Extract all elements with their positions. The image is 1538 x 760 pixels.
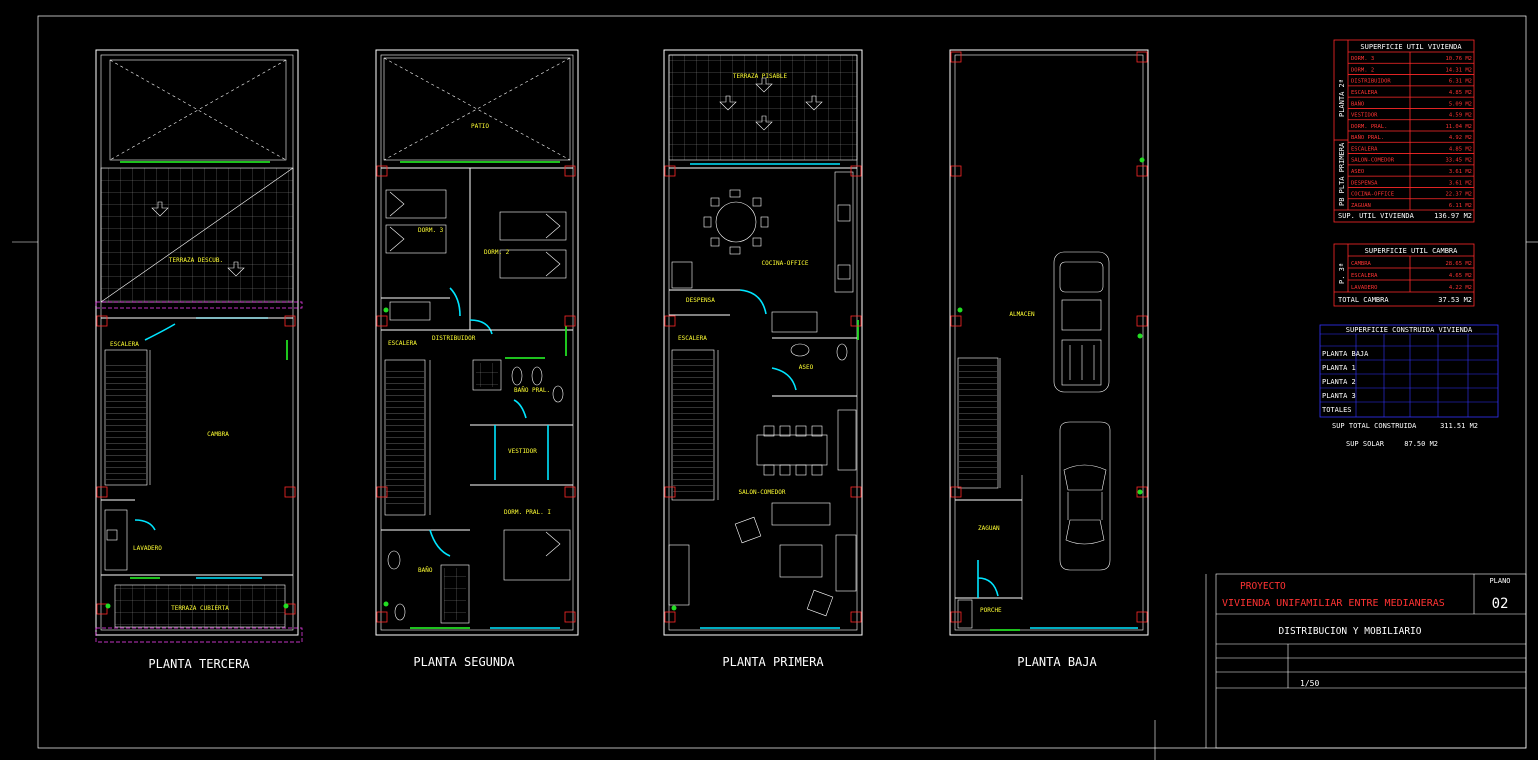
table-cambra-row-3-name: LAVADERO [1351, 285, 1378, 291]
label-terraza-descub: TERRAZA DESCUB. [169, 257, 223, 264]
table-cambra-row-3-value: 4.22 M2 [1449, 285, 1472, 291]
table-vivienda-row-name: DORM. PRAL. [1351, 124, 1387, 130]
table-vivienda-row-value: 33.45 M2 [1446, 158, 1473, 164]
plan-planta-segunda: PATIO DORM. 3 DORM. 2 ESCALERA DISTRIBUI… [375, 49, 579, 669]
table-vivienda-row-name: ESCALERA [1351, 146, 1378, 152]
plan-planta-baja: ALMACEN ZAGUAN PORCHE PLANTA BAJA [949, 49, 1149, 669]
table-superficie-util-vivienda: SUPERFICIE UTIL VIVIENDA PLANTA 2ª PB PL… [1333, 39, 1475, 223]
table-construida-row-1: PLANTA BAJA [1322, 350, 1369, 358]
car-pickup-icon [1053, 251, 1110, 393]
label-dorm-pral: DORM. PRAL. I [504, 509, 551, 516]
table-vivienda-row-name: ASEO [1351, 169, 1364, 175]
plan-title-baja: PLANTA BAJA [1017, 655, 1097, 669]
label-bano-pral: BAÑO PRAL. [514, 387, 550, 394]
table-superficie-construida: SUPERFICIE CONSTRUIDA VIVIENDA PLANTA BA… [1319, 324, 1499, 448]
label-vestidor: VESTIDOR [508, 448, 537, 455]
table-vivienda-title: SUPERFICIE UTIL VIVIENDA [1360, 43, 1462, 51]
label-aseo: ASEO [799, 364, 814, 371]
table-vivienda-row-value: 3.61 M2 [1449, 180, 1472, 186]
title-escala-value: 1/50 [1300, 679, 1319, 688]
table-cambra-title: SUPERFICIE UTIL CAMBRA [1365, 247, 1459, 255]
car-sedan-icon [1059, 421, 1111, 571]
table-cambra-row-2-name: ESCALERA [1351, 273, 1378, 279]
plan-title-tercera: PLANTA TERCERA [148, 657, 250, 671]
table-vivienda-row-name: VESTIDOR [1351, 113, 1378, 119]
label-cambra: CAMBRA [207, 431, 229, 438]
title-proyecto-label: PROYECTO [1240, 581, 1286, 592]
label-zaguan: ZAGUAN [978, 525, 1000, 532]
title-block: PROYECTO VIVIENDA UNIFAMILIAR ENTRE MEDI… [1205, 573, 1527, 749]
label-terraza-cubierta: TERRAZA CUBIERTA [171, 605, 229, 612]
plan-title-segunda: PLANTA SEGUNDA [413, 655, 515, 669]
table-superficie-util-cambra: SUPERFICIE UTIL CAMBRA P. 3ª CAMBRA 28.6… [1333, 243, 1475, 307]
title-plano-label: PLANO [1489, 577, 1510, 585]
title-plano-number: 02 [1492, 596, 1509, 612]
table-vivienda-row-value: 11.04 M2 [1446, 124, 1473, 130]
table-construida-solar-label: SUP SOLAR [1346, 440, 1385, 448]
label-cocina-office: COCINA-OFFICE [762, 260, 809, 267]
table-vivienda-row-value: 5.09 M2 [1449, 101, 1472, 107]
table-construida-title: SUPERFICIE CONSTRUIDA VIVIENDA [1346, 326, 1473, 334]
table-cambra-group: P. 3ª [1338, 263, 1346, 284]
label-dorm2: DORM. 2 [484, 249, 510, 256]
table-construida-row-2: PLANTA 1 [1322, 364, 1356, 372]
label-escalera-2: ESCALERA [388, 340, 417, 347]
table-vivienda-row-name: DORM. 3 [1351, 56, 1374, 62]
label-terraza-pisable: TERRAZA PISABLE [733, 73, 788, 80]
table-vivienda-row-value: 14.31 M2 [1446, 67, 1473, 73]
table-construida-row-3: PLANTA 2 [1322, 378, 1356, 386]
label-almacen: ALMACEN [1009, 311, 1035, 318]
table-vivienda-row-name: BAÑO [1351, 100, 1364, 107]
plan-title-primera: PLANTA PRIMERA [722, 655, 824, 669]
table-cambra-total-value: 37.53 M2 [1438, 296, 1472, 304]
label-porche: PORCHE [980, 607, 1002, 614]
table-construida-solar-value: 87.50 M2 [1404, 440, 1438, 448]
table-cambra-row-1-name: CAMBRA [1351, 261, 1372, 267]
table-vivienda-row-name: BAÑO PRAL. [1351, 134, 1384, 141]
table-cambra-row-1-value: 28.65 M2 [1446, 261, 1473, 267]
table-vivienda-row-value: 22.37 M2 [1446, 192, 1473, 198]
table-vivienda-row-value: 3.61 M2 [1449, 169, 1472, 175]
table-vivienda-row-name: DISTRIBUIDOR [1351, 79, 1391, 85]
table-vivienda-row-name: ESCALERA [1351, 90, 1378, 96]
plan-planta-tercera: TERRAZA DESCUB. ESCALERA CAMBRA LAVADERO… [95, 49, 303, 671]
label-patio: PATIO [471, 123, 489, 130]
label-despensa: DESPENSA [686, 297, 715, 304]
table-construida-total-value: 311.51 M2 [1440, 422, 1478, 430]
sheet-border [37, 15, 1527, 749]
table-vivienda-row-value: 6.31 M2 [1449, 79, 1472, 85]
table-cambra-row-2-value: 4.65 M2 [1449, 273, 1472, 279]
table-cambra-total-label: TOTAL CAMBRA [1338, 296, 1389, 304]
table-vivienda-row-value: 4.85 M2 [1449, 90, 1472, 96]
label-bano: BAÑO [418, 567, 433, 574]
table-construida-total-label: SUP TOTAL CONSTRUIDA [1332, 422, 1417, 430]
table-vivienda-row-value: 4.92 M2 [1449, 135, 1472, 141]
table-construida-row-5: TOTALES [1322, 406, 1352, 414]
plan-planta-primera: TERRAZA PISABLE COCINA-OFFICE DESPENSA E… [663, 49, 863, 669]
label-distribuidor: DISTRIBUIDOR [432, 335, 476, 342]
table-vivienda-row-name: COCINA-OFFICE [1351, 192, 1394, 198]
table-construida-row-4: PLANTA 3 [1322, 392, 1356, 400]
table-vivienda-row-value: 4.85 M2 [1449, 146, 1472, 152]
title-proyecto-name: VIVIENDA UNIFAMILIAR ENTRE MEDIANERAS [1222, 598, 1445, 609]
table-vivienda-row-name: ZAGUAN [1351, 203, 1371, 209]
table-vivienda-row-value: 10.76 M2 [1446, 56, 1473, 62]
table-vivienda-total-label: SUP. UTIL VIVIENDA [1338, 212, 1415, 220]
table-vivienda-row-name: DORM. 2 [1351, 67, 1374, 73]
table-vivienda-total-value: 136.97 M2 [1434, 212, 1472, 220]
label-lavadero: LAVADERO [133, 545, 162, 552]
label-escalera-1: ESCALERA [678, 335, 707, 342]
table-vivienda-row-name: DESPENSA [1351, 180, 1378, 186]
title-subtitle: DISTRIBUCION Y MOBILIARIO [1279, 626, 1422, 637]
label-dorm3: DORM. 3 [418, 227, 444, 234]
label-escalera-3: ESCALERA [110, 341, 139, 348]
table-vivienda-row-value: 4.59 M2 [1449, 113, 1472, 119]
table-vivienda-row-value: 6.11 M2 [1449, 203, 1472, 209]
table-vivienda-group-2: PB PLTA PRIMERA [1338, 142, 1346, 206]
table-vivienda-group-1: PLANTA 2ª [1338, 79, 1346, 117]
table-vivienda-row-name: SALON-COMEDOR [1351, 158, 1395, 164]
label-salon-comedor: SALON-COMEDOR [739, 489, 786, 496]
